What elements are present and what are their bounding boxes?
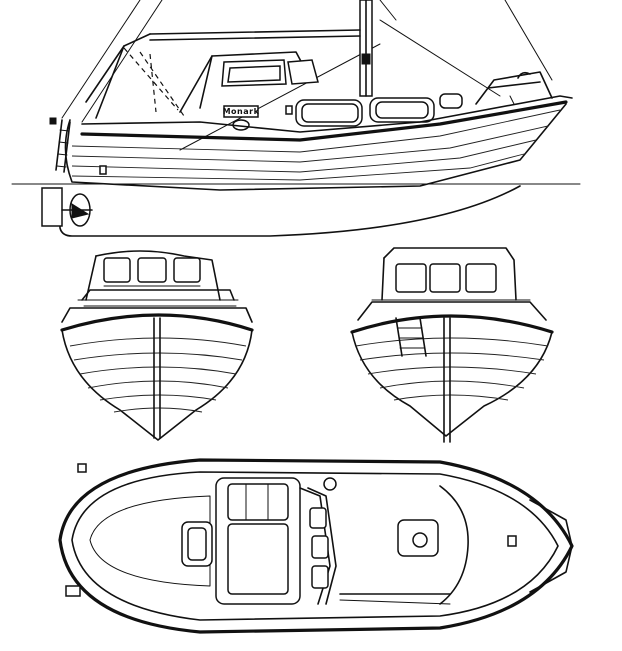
boat-name-label: Monark bbox=[223, 107, 260, 116]
side-hull bbox=[64, 95, 573, 191]
stern-view bbox=[60, 250, 254, 441]
bow-view bbox=[350, 247, 554, 443]
rigging bbox=[61, 0, 553, 151]
canopy-frame bbox=[85, 29, 361, 119]
side-profile-view: Monark bbox=[11, 0, 581, 237]
keel-and-rudder bbox=[41, 185, 521, 237]
bow-pulpit bbox=[475, 71, 553, 105]
mast bbox=[359, 0, 373, 97]
plan-view bbox=[58, 458, 574, 634]
stern-ladder bbox=[49, 117, 71, 173]
cabin-windows bbox=[221, 59, 463, 127]
